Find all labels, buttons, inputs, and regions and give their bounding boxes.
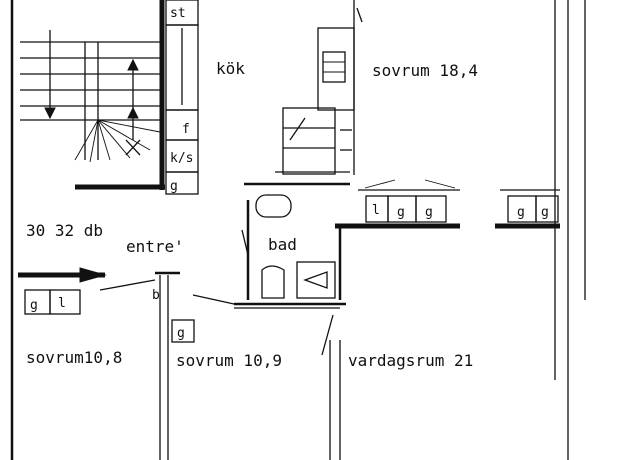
dimension-note: 30 32 db: [26, 221, 103, 240]
linen-cabinet-label: l: [58, 296, 66, 311]
room-living-room-label: vardagsrum 21: [348, 351, 473, 370]
room-bathroom-label: bad: [268, 235, 297, 254]
fridge-label: f: [182, 122, 190, 137]
staircase: [10, 0, 165, 460]
bathroom-fixtures: [255, 194, 336, 299]
fridge-freezer-label: k/s: [170, 151, 193, 166]
room-kitchen-label: kök: [216, 59, 245, 78]
wardrobe-label: g: [177, 326, 185, 341]
wardrobe-label: g: [397, 205, 405, 220]
stove-label: st: [170, 6, 186, 21]
wardrobe-label: g: [517, 205, 525, 220]
wardrobes: [24, 179, 560, 343]
room-bedroom-mid-label: sovrum 10,9: [176, 351, 282, 370]
room-hall-label: entre': [126, 237, 184, 256]
room-bedroom-left-label: sovrum10,8: [26, 348, 122, 367]
room-bedroom-large-label: sovrum 18,4: [372, 61, 478, 80]
wardrobe-label: g: [170, 179, 178, 194]
b-mark-label: b: [152, 288, 160, 303]
wardrobe-label: g: [30, 298, 38, 313]
wardrobe-label: g: [425, 205, 433, 220]
linen-cabinet-label: l: [372, 203, 380, 218]
service-core: [282, 0, 363, 175]
wardrobe-label: g: [541, 205, 549, 220]
kitchen-fixtures: [165, 0, 199, 195]
